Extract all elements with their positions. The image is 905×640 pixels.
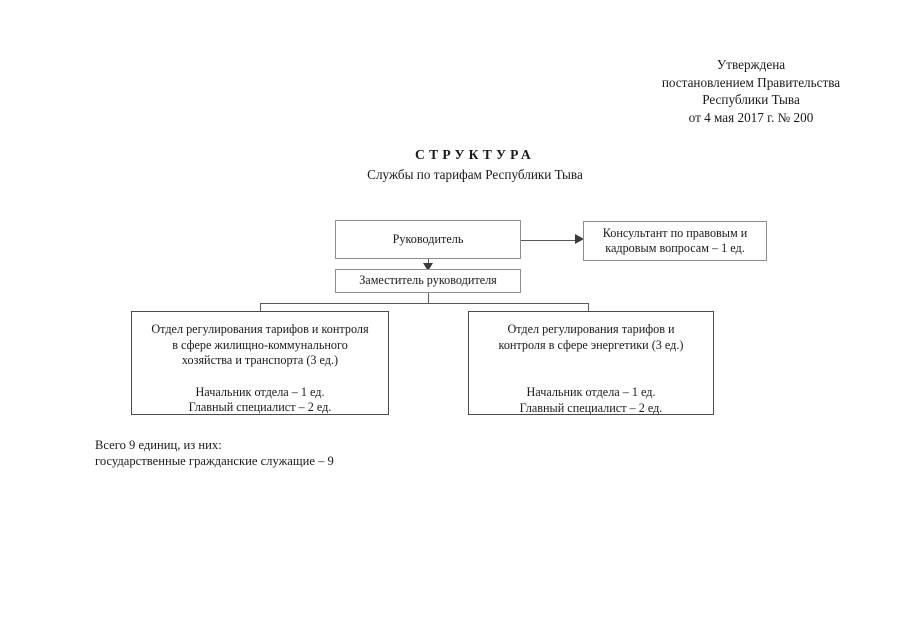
node-consultant-label: Консультант по правовым и кадровым вопро… [597, 226, 754, 257]
arrow-right-icon [575, 234, 584, 244]
node-department-energy[interactable]: Отдел регулирования тарифов и контроля в… [468, 311, 714, 415]
approval-line-4: от 4 мая 2017 г. № 200 [688, 109, 814, 125]
dept-utilities-title-line-1: Отдел регулирования тарифов и контроля [151, 322, 369, 336]
footer-line-1: Всего 9 единиц, из них: [95, 438, 222, 452]
approval-line-3: Республики Тыва [702, 92, 800, 107]
dept-energy-title-line-1: Отдел регулирования тарифов и [507, 322, 675, 336]
approval-block: Утверждена постановлением Правительства … [620, 56, 882, 126]
dept-energy-staff-line-1: Начальник отдела – 1 ед. [526, 385, 656, 399]
node-head[interactable]: Руководитель [335, 220, 521, 259]
node-deputy-label: Заместитель руководителя [359, 273, 497, 288]
connector-head-to-consultant [521, 239, 577, 241]
page-title: СТРУКТУРА Службы по тарифам Республики Т… [250, 146, 700, 184]
dept-utilities-staff-line-2: Главный специалист – 2 ед. [188, 400, 332, 414]
node-deputy[interactable]: Заместитель руководителя [335, 269, 521, 293]
node-department-utilities-content: Отдел регулирования тарифов и контроля в… [132, 312, 388, 416]
node-department-energy-content: Отдел регулирования тарифов и контроля в… [469, 312, 713, 416]
node-department-utilities-title: Отдел регулирования тарифов и контроля в… [132, 322, 388, 369]
connector-department-bar [260, 302, 589, 304]
dept-energy-title-line-2: контроля в сфере энергетики (3 ед.) [498, 337, 684, 352]
approval-line-2: постановлением Правительства [661, 74, 841, 90]
connector-department-left-drop [260, 302, 262, 312]
spacer [132, 369, 388, 385]
approval-line-1: Утверждена [716, 57, 786, 72]
dept-utilities-title-line-3: хозяйства и транспорта (3 ед.) [181, 353, 339, 367]
connector-department-right-drop [587, 302, 589, 312]
dept-utilities-title-line-2: в сфере жилищно-коммунального [172, 337, 348, 352]
node-department-energy-staff: Начальник отдела – 1 ед. Главный специал… [469, 385, 713, 416]
node-department-utilities[interactable]: Отдел регулирования тарифов и контроля в… [131, 311, 389, 415]
node-consultant[interactable]: Консультант по правовым и кадровым вопро… [583, 221, 767, 261]
node-consultant-line-2: кадровым вопросам – 1 ед. [605, 241, 745, 255]
title-main: СТРУКТУРА [415, 147, 535, 162]
connector-deputy-drop [427, 293, 429, 304]
dept-utilities-staff-line-1: Начальник отдела – 1 ед. [195, 384, 325, 399]
node-consultant-line-1: Консультант по правовым и [602, 225, 748, 240]
node-department-utilities-staff: Начальник отдела – 1 ед. Главный специал… [132, 385, 388, 416]
spacer [469, 353, 713, 385]
footer-line-2: государственные гражданские служащие – 9 [95, 454, 334, 468]
title-subtitle: Службы по тарифам Республики Тыва [367, 167, 583, 182]
footer-summary: Всего 9 единиц, из них: государственные … [95, 437, 334, 469]
connector-head-to-deputy [427, 259, 429, 265]
node-department-energy-title: Отдел регулирования тарифов и контроля в… [469, 322, 713, 353]
dept-energy-staff-line-2: Главный специалист – 2 ед. [519, 400, 663, 415]
node-head-label: Руководитель [392, 231, 464, 246]
arrow-down-icon [423, 263, 433, 271]
